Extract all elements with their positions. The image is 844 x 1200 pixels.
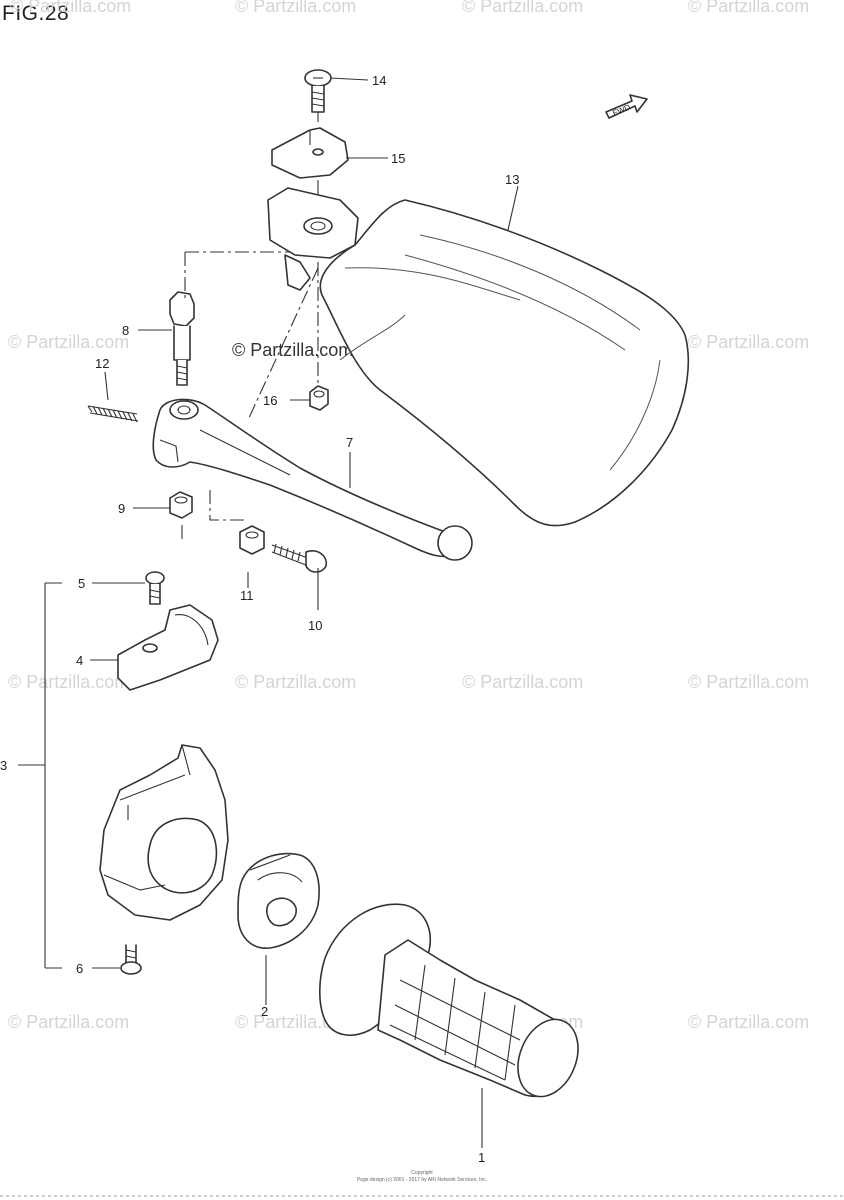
watermark: © Partzilla.com (462, 0, 583, 16)
part-12-spring (87, 405, 139, 423)
fwd-label: FWD (611, 103, 631, 118)
callout-6: 6 (76, 961, 83, 976)
watermark: © Partzilla.com (10, 0, 131, 16)
callout-13: 13 (505, 172, 519, 187)
callouts: 1 2 3 4 5 6 7 8 9 10 11 12 13 14 15 16 (0, 73, 519, 1165)
part-9-nut (169, 491, 193, 519)
watermark: © Partzilla.com (688, 0, 809, 16)
footer: Copyright Page design (c) 2001 - 2017 by… (0, 1170, 844, 1197)
watermark: © Partzilla.com (235, 672, 356, 692)
part-14-screw (304, 69, 332, 113)
part-15-clamp-plate (271, 127, 349, 179)
callout-12: 12 (95, 356, 109, 371)
part-7-clutch-lever (152, 398, 473, 561)
watermark: © Partzilla.com (8, 672, 129, 692)
callout-2: 2 (261, 1004, 268, 1019)
watermark: © Partzilla.com (688, 332, 809, 352)
callout-8: 8 (122, 323, 129, 338)
part-16-nut (309, 385, 329, 411)
part-13-hand-guard (319, 199, 690, 527)
callout-16: 16 (263, 393, 277, 408)
callout-7: 7 (346, 435, 353, 450)
watermark: © Partzilla.com (8, 1012, 129, 1032)
part-2-collar (237, 852, 320, 949)
leader-lines (18, 77, 519, 1148)
callout-14: 14 (372, 73, 386, 88)
guard-mount-bracket (267, 187, 359, 291)
footer-copyright: Copyright (411, 1170, 433, 1176)
watermark: © Partzilla.com (8, 332, 129, 352)
watermark: © Partzilla.com (688, 672, 809, 692)
fwd-arrow-icon: FWD (605, 94, 648, 119)
callout-4: 4 (76, 653, 83, 668)
part-1-grip (319, 903, 579, 1098)
callout-3: 3 (0, 758, 7, 773)
callout-11: 11 (240, 588, 254, 603)
callout-5: 5 (78, 576, 85, 591)
callout-1: 1 (478, 1150, 485, 1165)
part-10-pivot-bolt (271, 543, 328, 573)
watermark: © Partzilla.com (235, 0, 356, 16)
callout-9: 9 (118, 501, 125, 516)
watermark: © Partzilla.com (688, 1012, 809, 1032)
part-4-clamp (117, 604, 219, 691)
part-11-nut (239, 525, 265, 555)
part-5-screw (145, 571, 165, 605)
part-6-screw (120, 944, 142, 975)
watermark: © Partzilla.com (462, 672, 583, 692)
part-3-lever-holder (99, 744, 229, 921)
callout-10: 10 (308, 618, 322, 633)
footer-page-design: Page design (c) 2001 - 2017 by ARI Netwo… (357, 1177, 487, 1183)
watermark-main: © Partzilla.com (232, 340, 353, 360)
figure-title: FIG.28 (2, 2, 70, 25)
callout-15: 15 (391, 151, 405, 166)
part-8-adjuster-bolt (169, 291, 195, 386)
